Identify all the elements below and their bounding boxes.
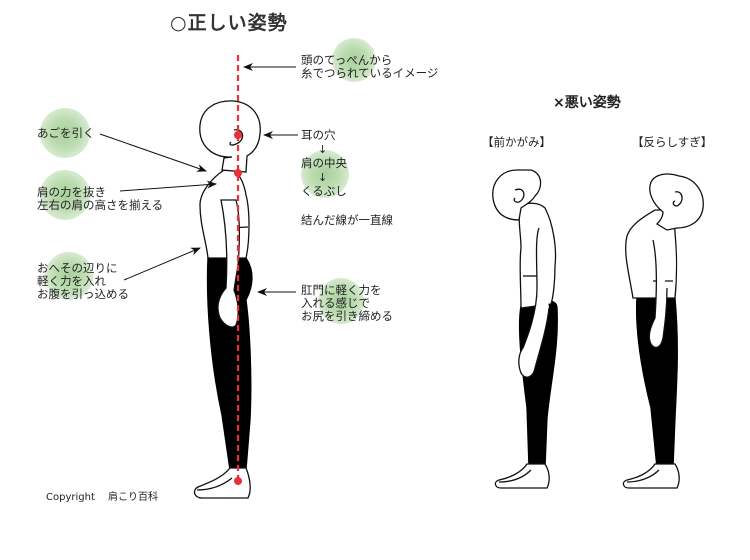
slouching-label: 【前かがみ】 bbox=[482, 135, 551, 149]
ear-hole-dot bbox=[234, 131, 242, 139]
arrow-shoulders bbox=[119, 180, 217, 192]
bad-posture-title: ×悪い姿勢 bbox=[553, 95, 621, 111]
annotation-straight-line: 結んだ線が一直線 bbox=[301, 213, 393, 227]
ankle-dot bbox=[234, 477, 242, 485]
annotation-chin: あごを引く bbox=[37, 126, 95, 140]
overarched-label: 【反らしすぎ】 bbox=[632, 135, 713, 149]
annotation-belly: おへその辺りに 軽く力を入れ お腹を引っ込める bbox=[37, 261, 129, 301]
annotation-buttocks: 肛門に軽く力を 入れる感じで お尻を引き締める bbox=[301, 283, 393, 323]
overarched-figure bbox=[622, 173, 704, 489]
arrow-belly bbox=[123, 247, 201, 281]
good-posture-figure bbox=[193, 100, 261, 499]
highlight-glow-head bbox=[332, 38, 376, 82]
highlight-glow-belly bbox=[45, 252, 93, 300]
copyright-text: Copyright 肩こり百科 bbox=[46, 492, 159, 503]
highlight-glow-shoulders bbox=[40, 170, 90, 220]
slouching-figure bbox=[492, 169, 558, 489]
arrow-chin bbox=[99, 133, 207, 172]
flow-arrow-2: ↓ bbox=[318, 171, 328, 184]
highlight-glow-shoulder-center bbox=[301, 150, 349, 198]
annotation-head-string: 頭のてっぺんから 糸でつられているイメージ bbox=[301, 53, 439, 80]
annotation-ear-hole: 耳の穴 bbox=[301, 128, 336, 142]
good-posture-title: ○正しい姿勢 bbox=[170, 12, 288, 34]
annotation-ankle: くるぶし bbox=[301, 184, 347, 198]
highlight-glow-chin bbox=[40, 108, 90, 158]
annotation-shoulders: 肩の力を抜き 左右の肩の高さを揃える bbox=[37, 185, 164, 212]
flow-arrow-1: ↓ bbox=[318, 143, 328, 156]
shoulder-center-dot bbox=[234, 169, 242, 177]
annotation-shoulder-center: 肩の中央 bbox=[301, 156, 347, 170]
highlight-glow-buttocks bbox=[318, 278, 364, 324]
